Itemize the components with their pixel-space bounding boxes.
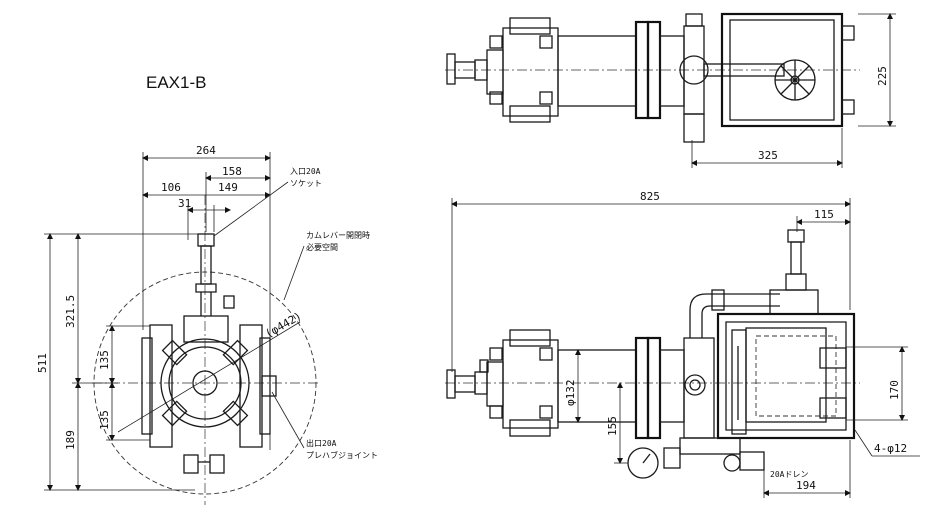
dim-right: 149 (218, 181, 238, 194)
side-view: 825 115 φ132 155 170 194 20Aドレン 4-φ12 (445, 190, 920, 498)
dim-length-total: 825 (640, 190, 660, 203)
dim-height-total: 511 (36, 353, 49, 373)
label-drain: 20Aドレン (770, 470, 808, 479)
dim-left: 106 (161, 181, 181, 194)
model-title: EAX1-B (146, 73, 206, 92)
dim-frame-width-side: 194 (796, 479, 816, 492)
label-cam-space: 必要空間 (306, 242, 338, 252)
dim-circle: (φ442) (263, 309, 304, 340)
dim-top-offset: 115 (814, 208, 834, 221)
dim-lower: 189 (64, 430, 77, 450)
dim-holes: 4-φ12 (874, 442, 907, 455)
top-view: 225 325 (445, 12, 896, 168)
label-outlet-type: プレハブジョイント (306, 450, 378, 460)
dim-width-total: 264 (196, 144, 216, 157)
dim-offset: 31 (178, 197, 191, 210)
dim-arm-lower: 135 (98, 410, 111, 430)
dim-to-inlet: 158 (222, 165, 242, 178)
front-view: 264 158 106 149 31 511 321.5 189 135 135… (36, 144, 378, 505)
label-outlet: 出口20A (306, 438, 337, 448)
dim-arm-upper: 135 (98, 350, 111, 370)
label-cam-lever: カムレバー開閉時 (306, 231, 370, 240)
label-inlet-type: ソケット (290, 179, 322, 188)
dim-frame-height: 170 (888, 380, 901, 400)
dim-depth: 225 (876, 66, 889, 86)
dim-diameter: φ132 (564, 380, 577, 407)
dim-frame-width: 325 (758, 149, 778, 162)
dim-upper: 321.5 (64, 295, 77, 328)
label-inlet: 入口20A (290, 167, 321, 176)
dim-height: 155 (606, 416, 619, 436)
